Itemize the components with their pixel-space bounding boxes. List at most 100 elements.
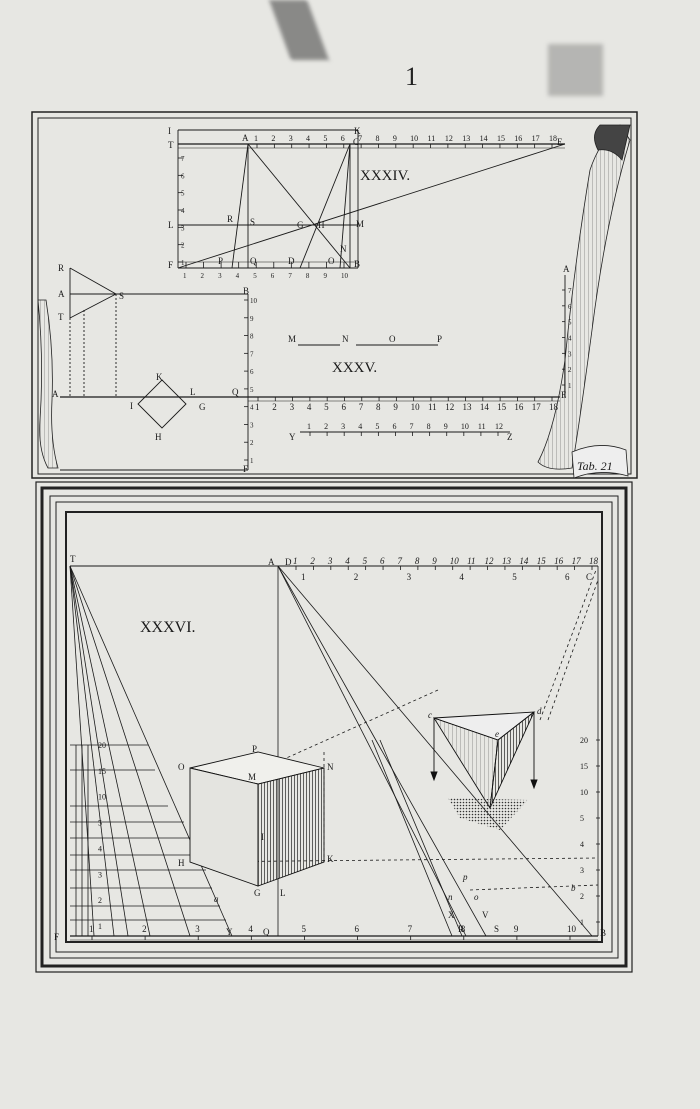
fig35-vertical-scale-label: 2 [250,439,254,447]
curtain-drapery [37,124,631,470]
svg-text:T: T [70,554,76,564]
ink-smudge-right [548,44,603,96]
fig35-right-scale-label: 5 [568,319,572,327]
fig35-right-scale-label: 4 [568,335,572,343]
fig36-top-scale-label: 2 [310,556,315,566]
fig36-mid-scale-label: 3 [407,572,412,582]
svg-text:A: A [52,389,59,399]
svg-text:P: P [252,744,257,754]
cube [189,751,325,887]
fig35-bottom-scale-label: 2 [272,402,277,412]
fig36-left-scale-label: 10 [98,793,106,802]
fig36-top-scale-label: 13 [502,556,512,566]
svg-text:Q: Q [263,927,270,937]
fig36-right-scale-label: 1 [580,918,584,927]
fig36-roman: XXXVI. [140,619,196,636]
svg-text:P: P [437,334,442,344]
fig36-mid-scale-label: 5 [512,572,517,582]
plate-label: Tab. 21 [577,459,613,473]
fig34-bottom-scale-label: 9 [323,272,327,280]
fig34-top-scale-label: 16 [514,134,522,143]
fig35-bottom-scale-label: 5 [324,402,329,412]
svg-text:I: I [261,832,264,842]
svg-text:A: A [563,264,570,274]
svg-text:H: H [155,432,162,442]
svg-text:X: X [448,910,455,920]
svg-text:K: K [354,126,361,136]
fig36-right-scale-label: 10 [580,788,588,797]
fig34-bottom-scale-label: 6 [271,272,275,280]
svg-text:O: O [178,762,185,772]
fig35-bottom-scale-label: 9 [393,402,398,412]
svg-text:d: d [537,706,542,716]
fig36-top-scale-label: 5 [363,556,368,566]
fig35-vertical-scale-label: 3 [250,421,254,429]
fig35-yz-scale-label: 11 [478,422,486,431]
svg-text:T: T [58,312,64,322]
fig36-mid-scale-label: 6 [565,572,570,582]
fig34-top-scale-label: 3 [289,134,293,143]
fig35-vertical-scale-label: 6 [250,368,254,376]
svg-text:p: p [462,872,468,882]
svg-text:F: F [243,464,248,474]
fig34-top-scale-label: 12 [445,134,453,143]
svg-text:B: B [243,286,249,296]
fig35-bottom-scale-label: 8 [376,402,381,412]
fig36-left-scale-label: 15 [98,767,106,776]
fig36-top-scale-label: 4 [345,556,350,566]
svg-text:L: L [280,888,286,898]
fig34-top-scale-label: 4 [306,134,310,143]
fig34-top-scale-label: 5 [323,134,327,143]
fig35-bottom-scale-label: 13 [463,402,473,412]
svg-text:S: S [250,217,255,227]
fig35-yz-scale-label: 7 [410,422,414,431]
fig35-bottom-scale-label: 4 [307,402,312,412]
fig35-yz-scale-label: 12 [495,422,503,431]
svg-text:n: n [448,892,453,902]
fig35-vertical-scale-label: 10 [250,297,258,305]
svg-text:Z: Z [507,432,513,442]
svg-text:A: A [268,557,275,567]
svg-text:Q: Q [232,387,239,397]
fig36-left-scale-label: 4 [98,844,102,853]
fig34-bottom-scale-label: 7 [288,272,292,280]
fig35-yz-scale-label: 2 [324,422,328,431]
fig34-top-scale-label: 2 [271,134,275,143]
fig35-bottom-scale-label: 7 [359,402,364,412]
fig34-bottom-scale-label: 4 [236,272,240,280]
svg-text:Q: Q [250,256,257,266]
fig34-top-scale-label: 10 [410,134,418,143]
fig35-bottom-scale-label: 14 [480,402,490,412]
svg-text:B: B [354,259,360,269]
fig34-bottom-scale-label: 3 [218,272,222,280]
fig35-right-scale-label: 6 [568,303,572,311]
fig36-right-scale-label: 2 [580,892,584,901]
svg-text:R: R [458,924,464,934]
fig34-left-scale-label: 5 [181,190,185,198]
fig35-yz-scale-label: 4 [358,422,362,431]
svg-text:N: N [327,762,334,772]
fig34-top-scale-label: 17 [532,134,540,143]
svg-text:P: P [218,256,223,266]
fig34-top-scale-label: 13 [462,134,470,143]
svg-text:R: R [58,263,64,273]
fig35-bottom-scale-label: 3 [290,402,295,412]
fig34-left-scale-label: 4 [181,207,185,215]
fig35-vertical-scale-label: 1 [250,457,254,465]
bottom-plate-frame [35,481,633,973]
figure-36 [69,565,599,941]
fig36-bottom-scale-label: 9 [514,924,519,934]
svg-text:F: F [54,932,59,942]
fig36-right-scale-label: 20 [580,736,588,745]
svg-text:K: K [327,854,334,864]
fig36-bottom-scale-label: 6 [355,924,360,934]
svg-text:O: O [328,256,335,266]
fig35-yz-scale-label: 10 [461,422,469,431]
svg-text:M: M [248,772,256,782]
fig35-vertical-scale-label: 7 [250,350,254,358]
svg-text:D: D [288,256,295,266]
